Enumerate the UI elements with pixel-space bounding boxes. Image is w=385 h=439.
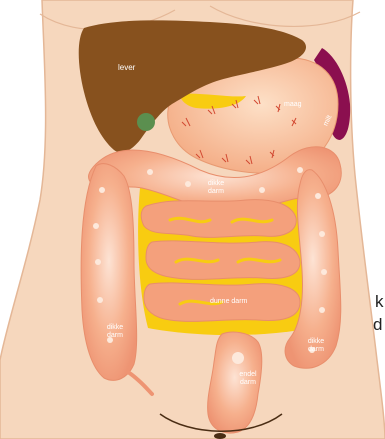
label-dikke-darm-right-line1: dikke xyxy=(301,338,331,346)
label-maag: maag xyxy=(284,101,302,109)
label-dunne-darm: dunne darm xyxy=(210,298,247,306)
label-dikke-darm-right-line2: darm xyxy=(301,346,331,354)
label-endeldarm-line1: endel xyxy=(233,371,263,379)
side-text-k: k xyxy=(375,292,384,312)
label-endeldarm: endel darm xyxy=(233,371,263,387)
side-text-d: d xyxy=(373,315,382,335)
anus-mark xyxy=(214,433,226,439)
label-dikke-darm-left: dikke darm xyxy=(100,324,130,340)
ascending-colon xyxy=(81,164,137,381)
label-dikke-darm-top-line2: darm xyxy=(199,188,233,196)
label-dikke-darm-top-line1: dikke xyxy=(199,180,233,188)
label-endeldarm-line2: darm xyxy=(233,379,263,387)
label-dikke-darm-left-line1: dikke xyxy=(100,324,130,332)
gallbladder xyxy=(137,113,155,131)
label-dikke-darm-top: dikke darm xyxy=(199,180,233,196)
label-dikke-darm-left-line2: darm xyxy=(100,332,130,340)
label-lever: lever xyxy=(118,64,135,72)
label-dikke-darm-right: dikke darm xyxy=(301,338,331,354)
